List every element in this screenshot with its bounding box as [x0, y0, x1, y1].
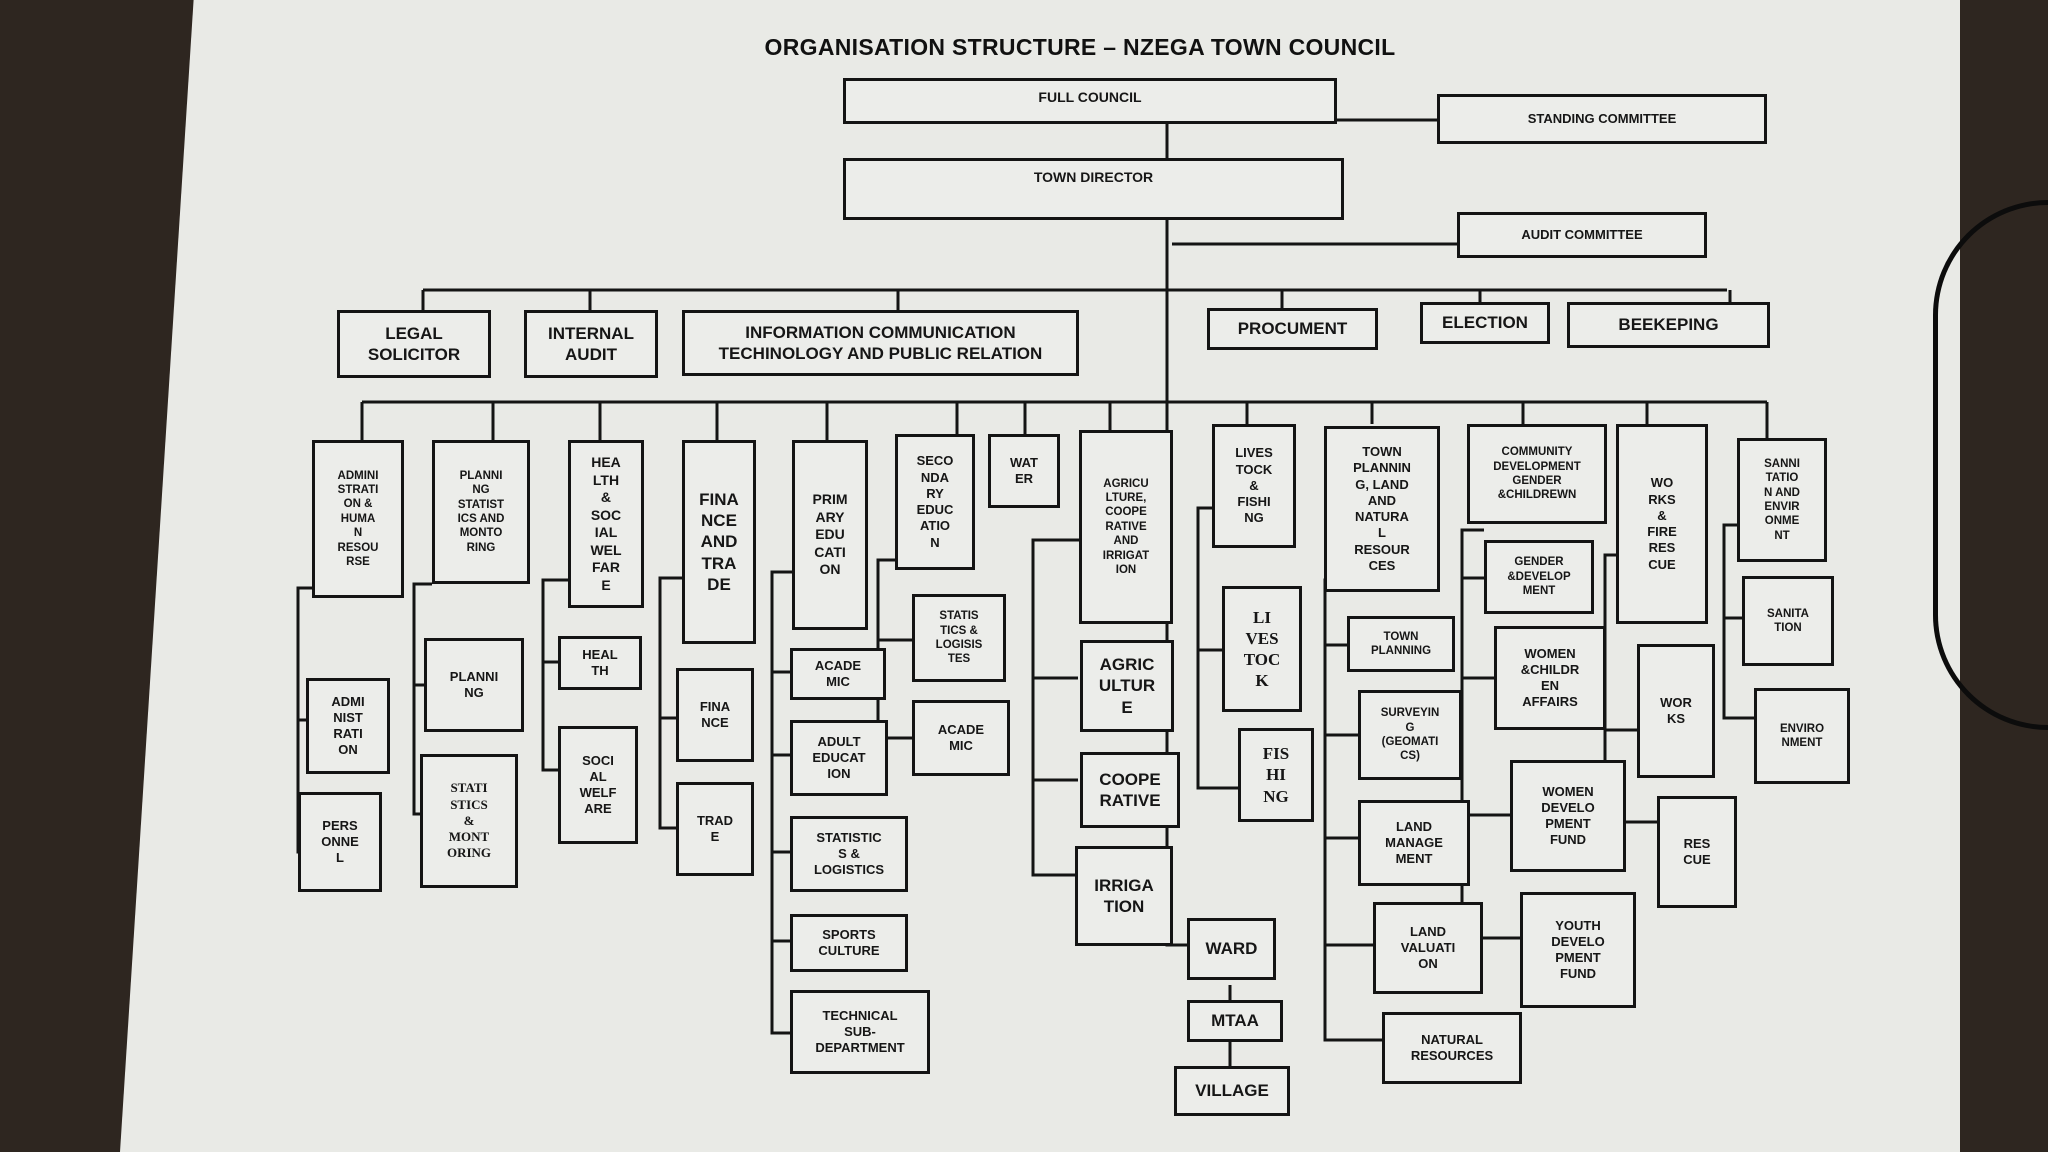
legal-solicitor-box: LEGAL SOLICITOR: [337, 310, 491, 378]
admin-hr-dept-box: ADMINI STRATI ON & HUMA N RESOU RSE: [312, 440, 404, 598]
procument-box: PROCUMENT: [1207, 308, 1378, 350]
planning-stats-dept-box: PLANNI NG STATIST ICS AND MONTO RING: [432, 440, 530, 584]
town-director-box: TOWN DIRECTOR: [843, 158, 1344, 220]
planning-box: PLANNI NG: [424, 638, 524, 732]
health-social-dept-box: HEA LTH & SOC IAL WEL FAR E: [568, 440, 644, 608]
academic-secondary-box: ACADE MIC: [912, 700, 1010, 776]
women-children-affairs-box: WOMEN &CHILDR EN AFFAIRS: [1494, 626, 1606, 730]
adult-education-box: ADULT EDUCAT ION: [790, 720, 888, 796]
trade-box: TRAD E: [676, 782, 754, 876]
women-development-fund-box: WOMEN DEVELO PMENT FUND: [1510, 760, 1626, 872]
sanitation-environment-dept-box: SANNI TATIO N AND ENVIR ONME NT: [1737, 438, 1827, 562]
livestock-box: LI VES TOC K: [1222, 586, 1302, 712]
finance-trade-dept-box: FINA NCE AND TRA DE: [682, 440, 756, 644]
agriculture-cooperative-irrigation-dept-box: AGRICU LTURE, COOPE RATIVE AND IRRIGAT I…: [1079, 430, 1173, 624]
fishing-box: FIS HI NG: [1238, 728, 1314, 822]
sanitation-box: SANITA TION: [1742, 576, 1834, 666]
community-development-dept-box: COMMUNITY DEVELOPMENT GENDER &CHILDREWN: [1467, 424, 1607, 524]
full-council-box: FULL COUNCIL: [843, 78, 1337, 124]
beekeping-box: BEEKEPING: [1567, 302, 1770, 348]
health-box: HEAL TH: [558, 636, 642, 690]
secondary-education-dept-box: SECO NDA RY EDUC ATIO N: [895, 434, 975, 570]
natural-resources-box: NATURAL RESOURCES: [1382, 1012, 1522, 1084]
gender-development-box: GENDER &DEVELOP MENT: [1484, 540, 1594, 614]
youth-development-fund-box: YOUTH DEVELO PMENT FUND: [1520, 892, 1636, 1008]
audit-committee-box: AUDIT COMMITTEE: [1457, 212, 1707, 258]
sports-culture-box: SPORTS CULTURE: [790, 914, 908, 972]
works-box: WOR KS: [1637, 644, 1715, 778]
statistics-logistics-secondary-box: STATIS TICS & LOGISIS TES: [912, 594, 1006, 682]
internal-audit-box: INTERNAL AUDIT: [524, 310, 658, 378]
stats-monitoring-box: STATI STICS & MONT ORING: [420, 754, 518, 888]
land-valuation-box: LAND VALUATI ON: [1373, 902, 1483, 994]
statistics-logistics-primary-box: STATISTIC S & LOGISTICS: [790, 816, 908, 892]
surveying-box: SURVEYIN G (GEOMATI CS): [1358, 690, 1462, 780]
livestock-fishing-dept-box: LIVES TOCK & FISHI NG: [1212, 424, 1296, 548]
academic-primary-box: ACADE MIC: [790, 648, 886, 700]
ict-public-relation-box: INFORMATION COMMUNICATION TECHINOLOGY AN…: [682, 310, 1079, 376]
town-planning-land-natural-resources-dept-box: TOWN PLANNIN G, LAND AND NATURA L RESOUR…: [1324, 426, 1440, 592]
technical-subdepartment-box: TECHNICAL SUB- DEPARTMENT: [790, 990, 930, 1074]
irrigation-box: IRRIGA TION: [1075, 846, 1173, 946]
standing-committee-box: STANDING COMMITTEE: [1437, 94, 1767, 144]
ward-box: WARD: [1187, 918, 1276, 980]
water-dept-box: WAT ER: [988, 434, 1060, 508]
mtaa-box: MTAA: [1187, 1000, 1283, 1042]
election-box: ELECTION: [1420, 302, 1550, 344]
works-fire-rescue-dept-box: WO RKS & FIRE RES CUE: [1616, 424, 1708, 624]
village-box: VILLAGE: [1174, 1066, 1290, 1116]
administration-box: ADMI NIST RATI ON: [306, 678, 390, 774]
land-management-box: LAND MANAGE MENT: [1358, 800, 1470, 886]
cooperative-box: COOPE RATIVE: [1080, 752, 1180, 828]
social-welfare-box: SOCI AL WELF ARE: [558, 726, 638, 844]
town-planning-box: TOWN PLANNING: [1347, 616, 1455, 672]
personnel-box: PERS ONNE L: [298, 792, 382, 892]
environment-box: ENVIRO NMENT: [1754, 688, 1850, 784]
rescue-box: RES CUE: [1657, 796, 1737, 908]
agriculture-box: AGRIC ULTUR E: [1080, 640, 1174, 732]
chart-title: ORGANISATION STRUCTURE – NZEGA TOWN COUN…: [764, 34, 1396, 60]
primary-education-dept-box: PRIM ARY EDU CATI ON: [792, 440, 868, 630]
finance-box: FINA NCE: [676, 668, 754, 762]
